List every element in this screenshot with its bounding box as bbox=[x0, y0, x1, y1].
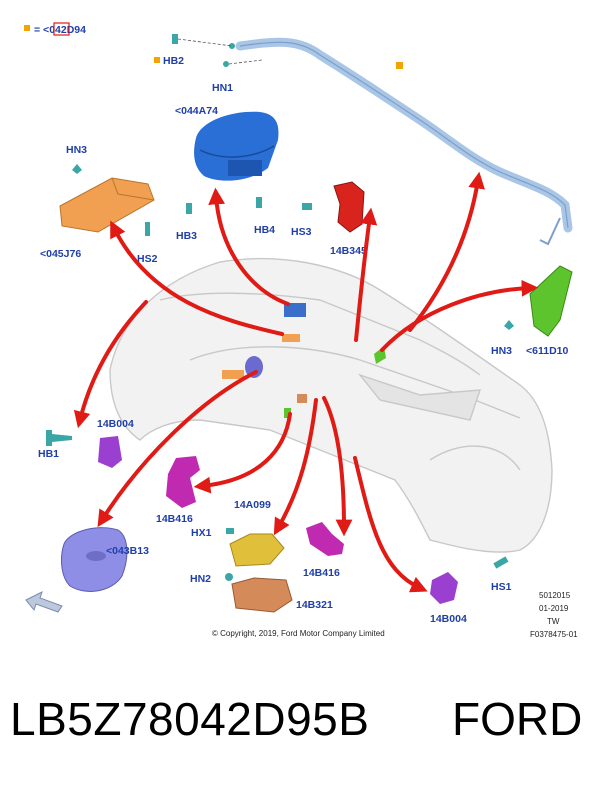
label-hs1: HS1 bbox=[491, 581, 512, 593]
control-module-14b321 bbox=[231, 577, 293, 613]
front-direction-arrow-icon bbox=[25, 591, 63, 613]
label-hn2: HN2 bbox=[190, 573, 211, 585]
copyright-text: © Copyright, 2019, Ford Motor Company Li… bbox=[212, 629, 385, 638]
label-hn3-right: HN3 bbox=[491, 345, 512, 357]
label-14b416-left: 14B416 bbox=[156, 513, 193, 525]
seat-side-airbag bbox=[529, 265, 573, 337]
hb2-marker bbox=[154, 57, 160, 63]
note-line3: TW bbox=[547, 617, 560, 626]
label-hs3: HS3 bbox=[291, 226, 312, 238]
car-module-marker bbox=[284, 408, 291, 418]
label-14a099: 14A099 bbox=[234, 499, 271, 511]
svg-text:= <042D94: = <042D94 bbox=[34, 24, 86, 36]
arrow-to-14a099 bbox=[273, 398, 318, 536]
arrow-to-seat-bag bbox=[380, 279, 539, 352]
note-line4: F0378475-01 bbox=[530, 630, 578, 639]
hs1-screw-icon bbox=[493, 556, 509, 569]
brand-name: FORD bbox=[452, 693, 583, 745]
label-hb4: HB4 bbox=[254, 224, 275, 236]
label-14b004-left: 14B004 bbox=[97, 418, 134, 430]
hs2-screw-icon bbox=[145, 222, 150, 236]
car-dash-marker bbox=[222, 370, 244, 379]
passenger-airbag-module bbox=[59, 177, 155, 233]
sensor-14b004-left bbox=[98, 436, 122, 468]
hb2-bolt-icon bbox=[172, 34, 233, 47]
hn1-nut-icon bbox=[223, 59, 263, 67]
label-044a74: <044A74 bbox=[175, 105, 218, 117]
label-hn1: HN1 bbox=[212, 82, 233, 94]
callout-arrows bbox=[73, 171, 539, 593]
curtain-ident-marker bbox=[396, 62, 403, 69]
arrow-to-knee-bag bbox=[354, 207, 378, 342]
arrow-to-steering-wheel bbox=[97, 370, 258, 528]
arrow-to-sensor-left bbox=[73, 300, 148, 429]
clockspring-14b416-left bbox=[166, 456, 200, 508]
arrow-to-14b004-right bbox=[353, 456, 428, 593]
label-hb2: HB2 bbox=[163, 55, 184, 67]
hb3-bolt-icon bbox=[186, 203, 192, 214]
car-steering-wheel-marker bbox=[245, 356, 263, 378]
hs3-screw-icon bbox=[302, 203, 312, 210]
hn3-right-nut-icon bbox=[504, 320, 514, 330]
legend-marker bbox=[24, 25, 30, 31]
hb4-bolt-icon bbox=[256, 197, 262, 208]
knee-airbag-module bbox=[333, 181, 365, 233]
label-14b345: 14B345 bbox=[330, 245, 367, 257]
vehicle-body bbox=[109, 257, 553, 553]
label-043b13: <043B13 bbox=[106, 545, 149, 557]
label-14b416-mid: 14B416 bbox=[303, 567, 340, 579]
part-number: LB5Z78042D95B bbox=[10, 693, 370, 745]
sensor-14b004-right bbox=[430, 572, 458, 604]
label-14b321: 14B321 bbox=[296, 599, 333, 611]
hn3-top-nut-icon bbox=[72, 164, 82, 174]
legend: = <042D94 bbox=[24, 22, 86, 36]
driver-airbag-module bbox=[194, 111, 279, 181]
arrow-to-14b416-left bbox=[193, 412, 292, 494]
hn2-nut-icon bbox=[225, 573, 233, 581]
legend-code-box bbox=[53, 22, 70, 36]
car-driver-airbag-marker bbox=[284, 303, 306, 317]
steering-wheel-airbag bbox=[61, 527, 128, 592]
label-14b004-right: 14B004 bbox=[430, 613, 467, 625]
hx1-screw-icon bbox=[226, 528, 234, 534]
label-hn3-top: HN3 bbox=[66, 144, 87, 156]
car-passenger-airbag-marker bbox=[282, 334, 300, 342]
label-hb3: HB3 bbox=[176, 230, 197, 242]
label-hx1: HX1 bbox=[191, 527, 212, 539]
arrow-to-curtain bbox=[408, 171, 485, 332]
arrow-to-driver-bag bbox=[208, 187, 290, 306]
clockspring-14b416-mid bbox=[306, 522, 344, 556]
arrow-to-passenger-bag bbox=[110, 220, 284, 336]
arrow-to-14b416-mid bbox=[322, 396, 353, 537]
airbag-diagram: = <042D94 HB2 HN1 <044A74 HB3 HB4 HN3 <0… bbox=[24, 22, 578, 639]
note-line1: 5012015 bbox=[539, 591, 571, 600]
note-line2: 01-2019 bbox=[539, 604, 569, 613]
hb1-bolt-icon bbox=[46, 430, 72, 446]
label-hs2: HS2 bbox=[137, 253, 158, 265]
label-611d10: <611D10 bbox=[526, 345, 568, 357]
curtain-airbag bbox=[229, 37, 573, 246]
label-hb1: HB1 bbox=[38, 448, 59, 460]
bracket-14a099 bbox=[229, 533, 285, 567]
car-rcm-marker bbox=[297, 394, 307, 403]
label-045j76: <045J76 bbox=[40, 248, 81, 260]
